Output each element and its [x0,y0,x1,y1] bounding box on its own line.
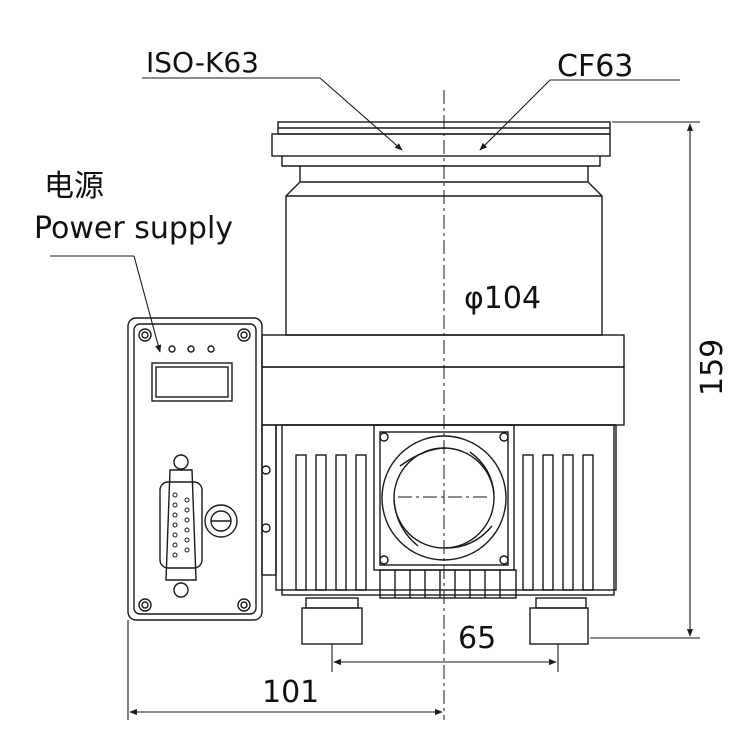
power-supply-box [127,317,277,621]
base-housing [261,334,625,599]
leader-lines [50,77,680,353]
power-label-cn: 电源 [44,169,104,204]
foot-spacing-label: 65 [458,621,496,656]
flange-cf-label: CF63 [557,49,633,84]
supply-width-label: 101 [262,675,319,710]
centerlines [398,90,490,720]
dimension-lines [127,121,700,720]
pump-feet [301,597,589,645]
connector-pins [172,492,190,558]
height-label: 159 [695,339,730,396]
top-flange [271,121,611,183]
diameter-label: φ104 [464,281,541,316]
power-label-en: Power supply [34,211,233,246]
flange-iso-label: ISO-K63 [146,46,259,79]
